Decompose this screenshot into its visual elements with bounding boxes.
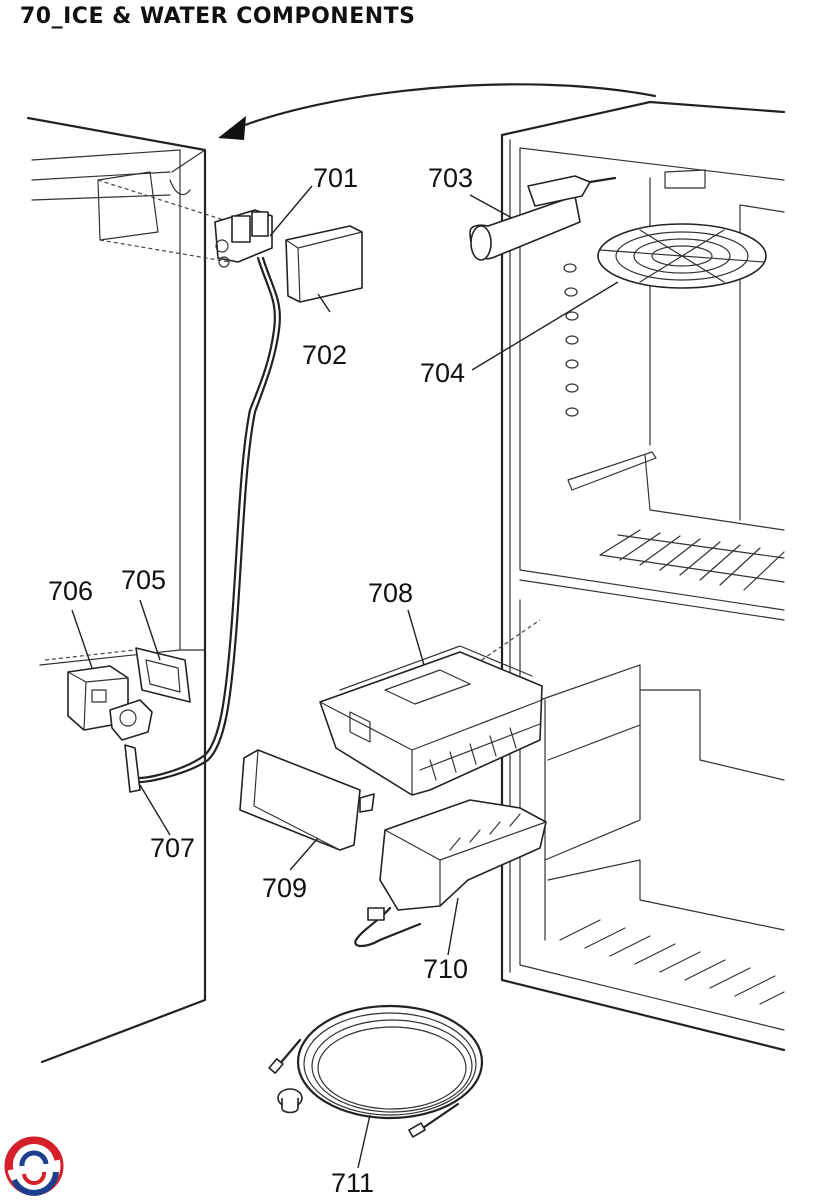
door-swing-arrow [218, 83, 657, 140]
label-710: 710 [423, 954, 468, 984]
label-701: 701 [313, 163, 358, 193]
label-711: 711 [331, 1168, 374, 1198]
label-709: 709 [262, 873, 307, 903]
part-708-ice-bin [319, 645, 543, 796]
part-701-water-valve [214, 209, 273, 268]
part-711-water-line-kit [268, 1004, 484, 1138]
part-705-bracket-plate [135, 647, 191, 703]
label-708: 708 [368, 578, 413, 608]
label-704: 704 [420, 358, 465, 388]
part-703-water-filter [469, 175, 617, 261]
part-710-ice-maker [354, 799, 547, 948]
part-704-fan-grille [597, 223, 767, 289]
leader-lines [71, 185, 619, 1169]
part-706-dispenser-valve [67, 665, 153, 741]
label-707: 707 [150, 833, 195, 863]
evaporator-cover-ribs [599, 529, 785, 591]
shelf-support-dots [563, 263, 579, 417]
part-709-bin-cover [239, 749, 375, 851]
freezer-floor-ribs [559, 919, 785, 1005]
label-705: 705 [121, 565, 166, 595]
label-706: 706 [48, 576, 93, 606]
label-702: 702 [302, 340, 347, 370]
part-702-valve-cover [285, 225, 363, 303]
part-707-water-tube [124, 256, 281, 793]
page-title: 70_ICE & WATER COMPONENTS [20, 4, 416, 29]
label-703: 703 [428, 163, 473, 193]
brand-logo [4, 1136, 64, 1196]
refrigerator-cabinet [469, 100, 786, 1052]
